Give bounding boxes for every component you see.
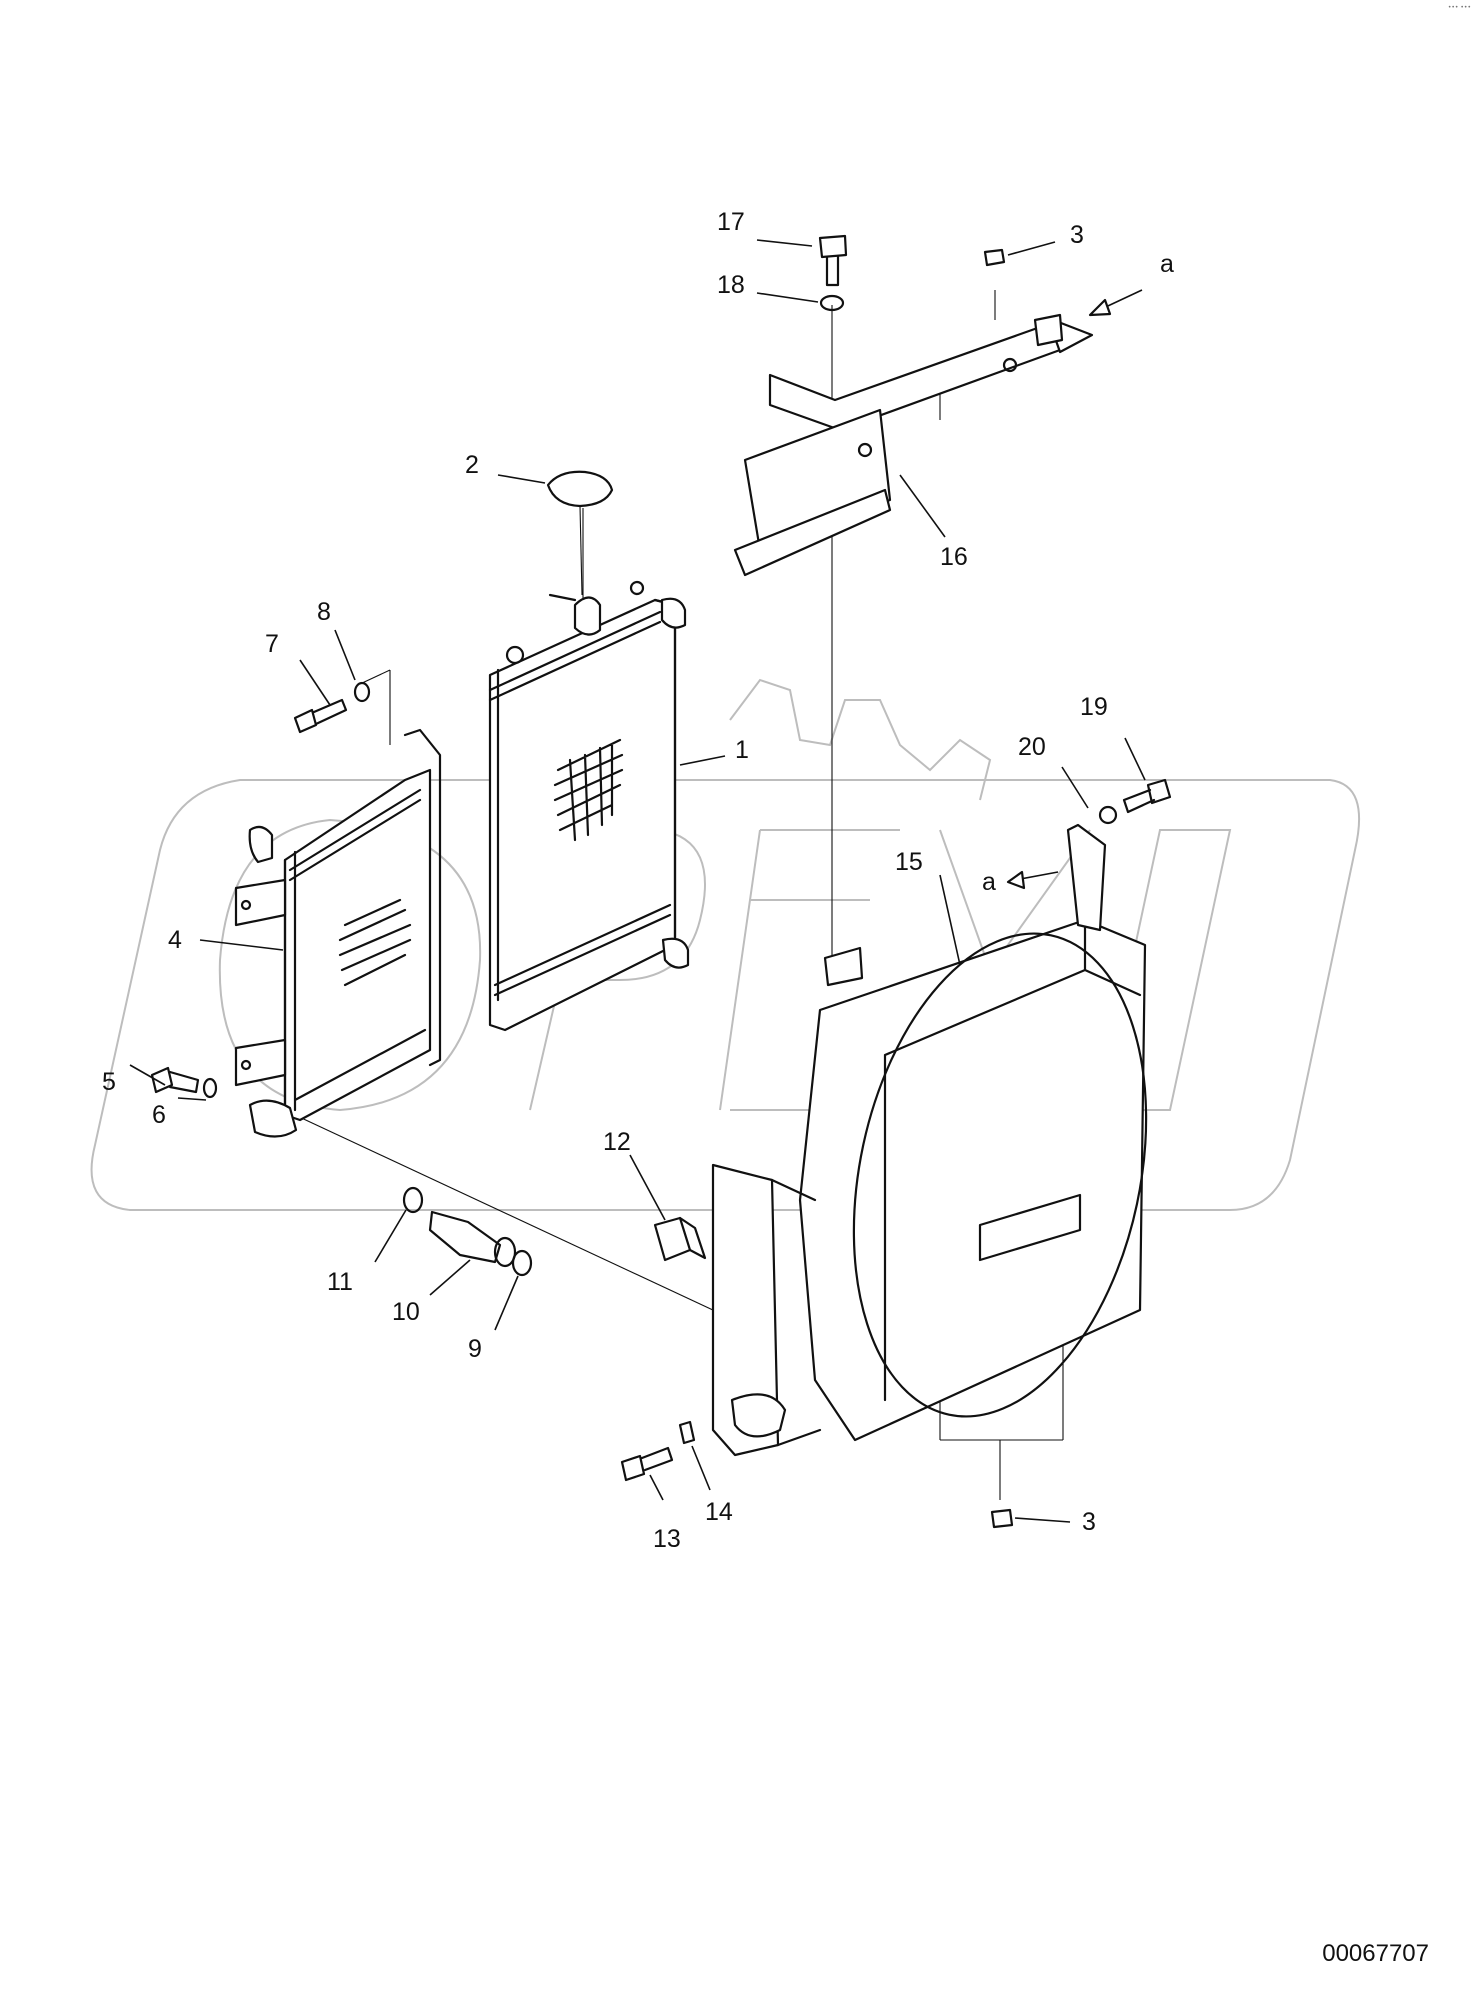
callout-16: 16 (940, 543, 968, 571)
callout-5: 5 (102, 1068, 116, 1096)
callout-17: 17 (717, 208, 745, 236)
callout-3-bottom: 3 (1082, 1508, 1096, 1536)
radiator-cap (546, 470, 614, 596)
callout-18: 18 (717, 271, 745, 299)
callout-labels: 17 18 3 a 2 16 8 7 1 19 20 15 a 4 5 6 12… (102, 208, 1174, 1553)
callout-2: 2 (465, 451, 479, 479)
callout-6: 6 (152, 1101, 166, 1129)
corner-mark: ••• ••• (1447, 4, 1471, 11)
reference-arrows (1006, 289, 1143, 890)
fitting (428, 1210, 517, 1268)
radiator-core (488, 580, 690, 1032)
callout-20: 20 (1018, 733, 1046, 761)
callout-3-top: 3 (1070, 221, 1084, 249)
fan-shroud (711, 823, 1148, 1457)
callout-4: 4 (168, 926, 182, 954)
leader-lines (129, 239, 1146, 1523)
bracket (733, 313, 1094, 577)
callout-13: 13 (653, 1525, 681, 1553)
callout-14: 14 (705, 1498, 733, 1526)
small-parts (150, 234, 1172, 1529)
callout-19: 19 (1080, 693, 1108, 721)
callout-12: 12 (603, 1128, 631, 1156)
callout-9: 9 (468, 1335, 482, 1363)
drawing-number: 00067707 (1322, 1940, 1429, 1967)
callout-a-top: a (1160, 250, 1174, 278)
callout-7: 7 (265, 630, 279, 658)
callout-11: 11 (327, 1268, 353, 1296)
callout-a-mid: a (982, 868, 996, 896)
callout-1: 1 (735, 736, 749, 764)
oil-cooler (234, 728, 442, 1138)
callout-8: 8 (317, 598, 331, 626)
callout-10: 10 (392, 1298, 420, 1326)
callout-15: 15 (895, 848, 923, 876)
